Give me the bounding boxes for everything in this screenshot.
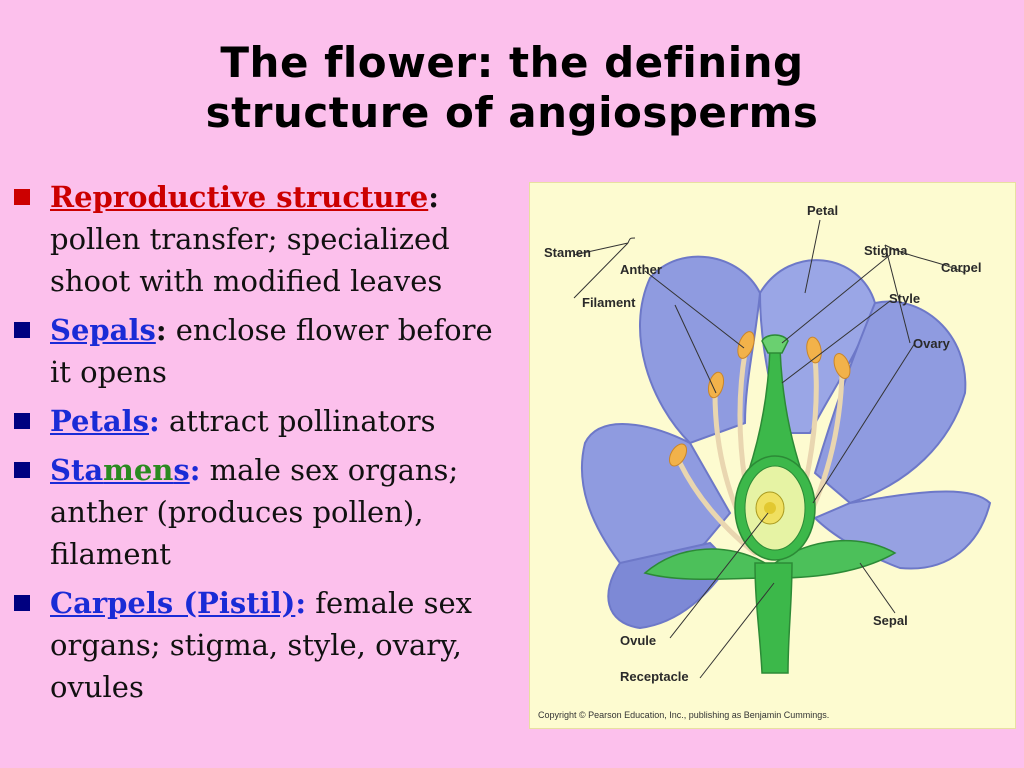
label-sepal: Sepal — [873, 613, 908, 628]
label-ovule: Ovule — [620, 633, 656, 648]
bullet-carpels: Carpels (Pistil): female sex organs; sti… — [14, 582, 522, 708]
bullet-reproductive-structure: Reproductive structure: pollen transfer;… — [14, 176, 522, 302]
term-colon: : — [295, 586, 307, 620]
bullet-text: female sex organs; stigma, style, ovary,… — [50, 586, 473, 704]
label-anther: Anther — [620, 262, 662, 277]
term-reproductive-structure: Reproductive structure — [50, 180, 429, 214]
label-filament: Filament — [582, 295, 636, 310]
leader-lines — [573, 219, 966, 679]
square-bullet-icon — [14, 322, 30, 338]
title-line-1: The flower: the defining — [220, 38, 804, 87]
flower-illustration: Stamen Anther Filament Petal Stigma Carp… — [538, 203, 992, 720]
square-bullet-icon — [14, 189, 30, 205]
term-part: s — [173, 453, 190, 487]
sepals — [643, 539, 897, 580]
label-stigma: Stigma — [864, 243, 908, 258]
term-colon: : — [155, 313, 167, 347]
flower-diagram: Stamen Anther Filament Petal Stigma Carp… — [529, 182, 1016, 729]
label-receptacle: Receptacle — [620, 669, 689, 684]
receptacle — [754, 562, 793, 674]
bullet-sepals: Sepals: enclose flower before it opens — [14, 309, 522, 393]
bullet-stamens: Stamens: male sex organs; anther (produc… — [14, 449, 522, 575]
label-ovary: Ovary — [913, 336, 951, 351]
carpel — [734, 334, 816, 561]
term-part: Sta — [50, 453, 104, 487]
bullet-text: enclose flower before it opens — [50, 313, 493, 389]
term-colon: : — [428, 180, 439, 214]
bullet-text: male sex organs; anther (produces pollen… — [50, 453, 459, 571]
slide-title: The flower: the defining structure of an… — [0, 38, 1024, 138]
title-line-2: structure of angiosperms — [205, 88, 819, 137]
copyright-text: Copyright © Pearson Education, Inc., pub… — [538, 710, 829, 720]
bullet-text: pollen transfer; specialized shoot with … — [50, 222, 450, 298]
label-carpel: Carpel — [941, 260, 981, 275]
term-carpels: Carpels (Pistil) — [50, 586, 296, 620]
square-bullet-icon — [14, 413, 30, 429]
square-bullet-icon — [14, 462, 30, 478]
square-bullet-icon — [14, 595, 30, 611]
term-petals: Petals — [50, 404, 150, 438]
label-style: Style — [889, 291, 920, 306]
term-part-green: men — [103, 453, 174, 487]
bullet-text: attract pollinators — [168, 404, 436, 438]
bullet-list: Reproductive structure: pollen transfer;… — [14, 176, 522, 715]
term-sepals: Sepals — [50, 313, 156, 347]
bullet-petals: Petals: attract pollinators — [14, 400, 522, 442]
label-petal: Petal — [807, 203, 838, 218]
term-colon: : — [189, 453, 201, 487]
label-stamen: Stamen — [544, 245, 591, 260]
term-stamens: Stamens — [50, 453, 190, 487]
term-colon: : — [149, 404, 160, 438]
